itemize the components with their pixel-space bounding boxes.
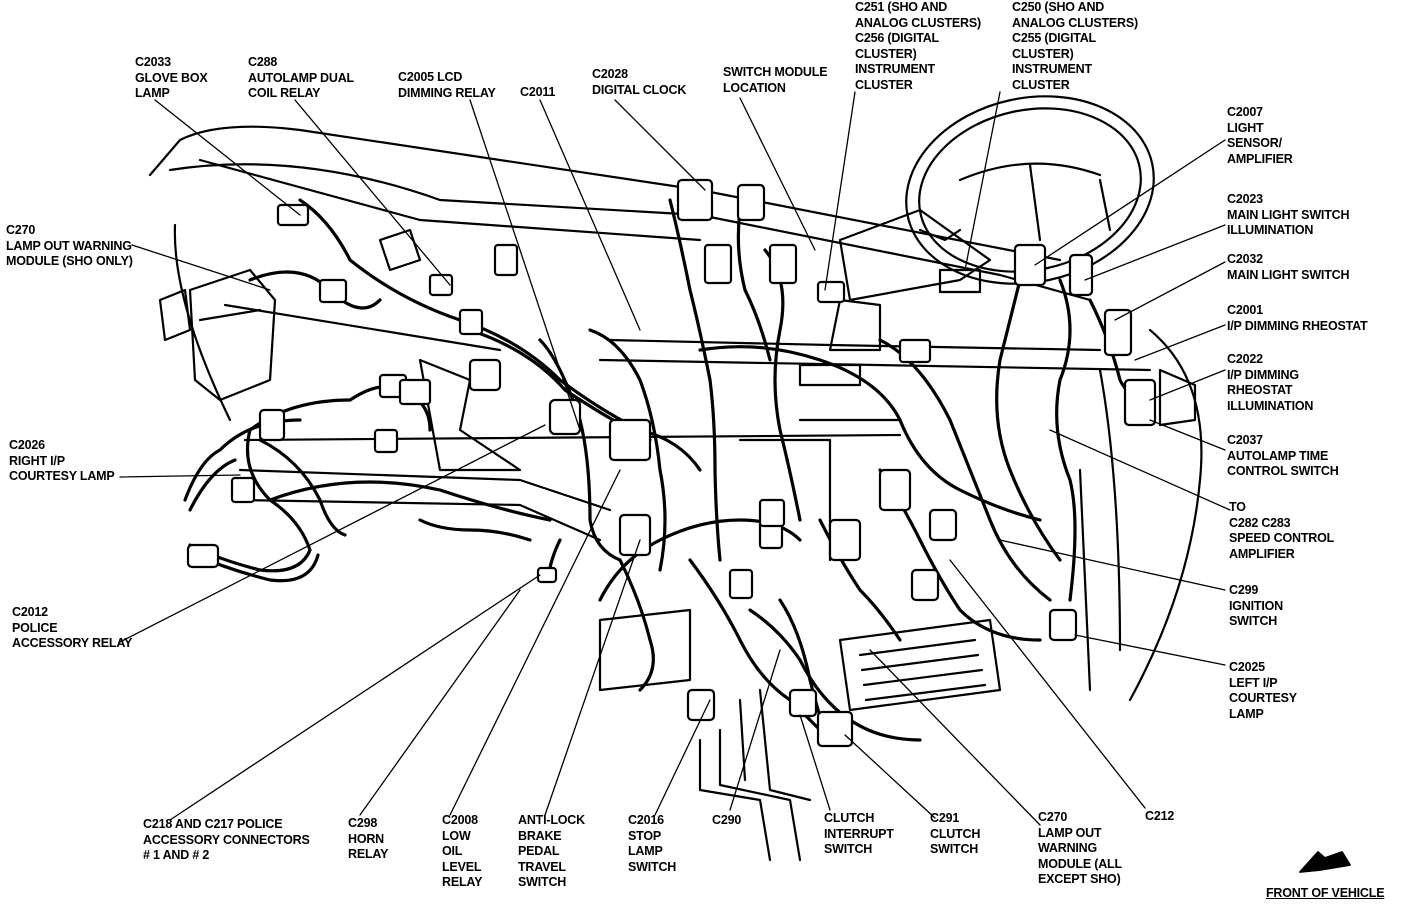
front-of-vehicle-label: FRONT OF VEHICLE xyxy=(1266,886,1385,900)
steering-wheel xyxy=(905,95,1155,285)
connectors xyxy=(186,178,1157,748)
instrument-panel-shell xyxy=(148,125,1203,862)
label-c290: C290 xyxy=(712,813,742,827)
leader-lines xyxy=(119,91,1231,826)
front-arrow-icon xyxy=(1299,851,1351,873)
label-c2011: C2011 xyxy=(520,85,556,99)
label-c212: C212 xyxy=(1145,809,1175,823)
